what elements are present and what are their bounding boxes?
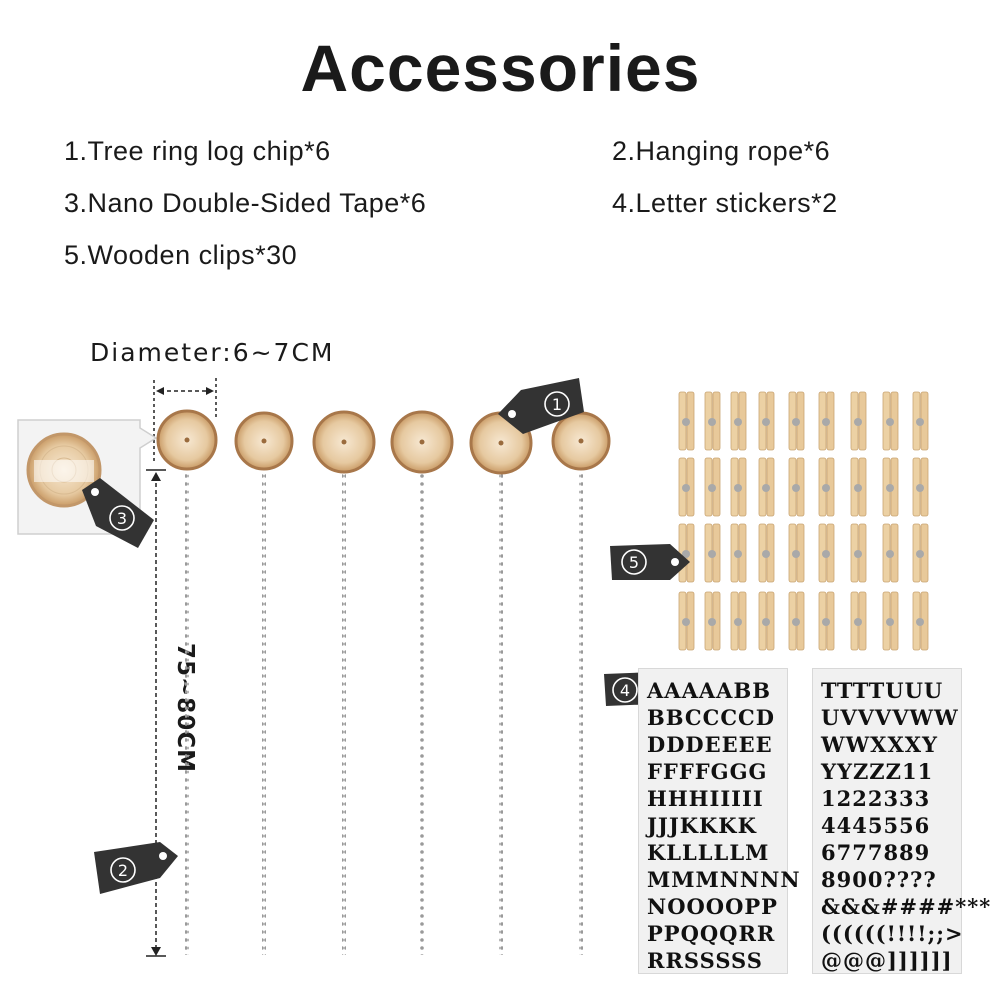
wooden-clip <box>788 591 805 651</box>
wooden-clip <box>788 391 805 451</box>
sticker-row: BBCCCCD <box>647 705 775 730</box>
tag-5: 5 <box>610 544 690 580</box>
sticker-row: WWXXXY <box>821 732 939 757</box>
wooden-clip <box>704 591 721 651</box>
wooden-clip <box>818 457 835 517</box>
accessory-item-2: 2.Hanging rope*6 <box>612 136 831 166</box>
wooden-clip <box>850 591 867 651</box>
sticker-row: NOOOOPP <box>647 894 778 919</box>
page-title: Accessories <box>300 31 701 105</box>
accessory-item-3: 3.Nano Double-Sided Tape*6 <box>64 188 427 218</box>
wood-chip <box>551 411 611 955</box>
tag-1: 1 <box>498 378 584 434</box>
wooden-clip <box>678 591 695 651</box>
wooden-clip <box>912 457 929 517</box>
wooden-clip <box>758 591 775 651</box>
length-dimension <box>146 469 166 957</box>
sticker-row: KLLLLLM <box>647 840 770 865</box>
sticker-row: TTTTUUU <box>821 678 944 703</box>
sticker-row: 6777889 <box>821 840 931 865</box>
wooden-clip <box>730 391 747 451</box>
wooden-clip <box>882 391 899 451</box>
tag-number: 4 <box>620 681 630 700</box>
diameter-label: Diameter:6~7CM <box>90 338 335 367</box>
tag-2: 2 <box>94 842 178 894</box>
tag-number: 1 <box>552 395 562 414</box>
tag-number: 5 <box>629 553 639 572</box>
sticker-row: FFFFGGG <box>647 759 768 784</box>
wooden-clip <box>678 523 695 583</box>
wooden-clip <box>730 591 747 651</box>
wooden-clip <box>882 523 899 583</box>
wooden-clip <box>850 457 867 517</box>
wooden-clip <box>730 523 747 583</box>
wooden-clip <box>882 457 899 517</box>
wood-chip <box>234 411 294 955</box>
accessory-item-5: 5.Wooden clips*30 <box>64 240 298 270</box>
wooden-clip <box>704 523 721 583</box>
sticker-row: RRSSSSS <box>647 948 763 973</box>
wood-chips <box>156 409 611 955</box>
wooden-clip <box>850 391 867 451</box>
wooden-clips <box>678 391 929 651</box>
wooden-clip <box>882 591 899 651</box>
wooden-clip <box>850 523 867 583</box>
wooden-clip <box>758 523 775 583</box>
sticker-row: YYZZZ11 <box>821 759 934 784</box>
wooden-clip <box>912 523 929 583</box>
wooden-clip <box>678 457 695 517</box>
sticker-row: UVVVVWW <box>821 705 959 730</box>
sticker-row: AAAAABB <box>647 678 771 703</box>
accessory-item-1: 1.Tree ring log chip*6 <box>64 136 331 166</box>
diameter-dimension <box>153 378 217 462</box>
sticker-row: PPQQQRR <box>647 921 776 946</box>
wooden-clip <box>704 457 721 517</box>
sticker-row: HHHIIIII <box>647 786 764 811</box>
sticker-row: 8900???? <box>821 867 937 892</box>
wooden-clip <box>912 591 929 651</box>
sticker-row: 1222333 <box>821 786 931 811</box>
wooden-clip <box>678 391 695 451</box>
tag-number: 2 <box>118 861 128 880</box>
wooden-clip <box>818 391 835 451</box>
sticker-row: @@@]]]]]] <box>821 948 953 973</box>
wooden-clip <box>818 523 835 583</box>
tag-number: 3 <box>117 509 127 528</box>
accessory-item-4: 4.Letter stickers*2 <box>612 188 838 218</box>
wooden-clip <box>704 391 721 451</box>
wooden-clip <box>818 591 835 651</box>
sticker-row: &&&####*** <box>821 894 992 919</box>
sticker-row: DDDEEEE <box>647 732 773 757</box>
wooden-clip <box>730 457 747 517</box>
tag-3: 3 <box>82 478 154 548</box>
wooden-clip <box>758 391 775 451</box>
wood-chip <box>469 411 533 955</box>
sticker-row: 4445556 <box>821 813 931 838</box>
wood-chip <box>156 409 218 955</box>
wood-chip <box>390 410 454 955</box>
wooden-clip <box>788 457 805 517</box>
wood-chip <box>312 410 376 955</box>
sticker-row: ((((((!!!!;;> <box>821 921 964 946</box>
sticker-row: JJJKKKK <box>647 813 757 838</box>
wooden-clip <box>788 523 805 583</box>
wooden-clip <box>912 391 929 451</box>
wooden-clip <box>758 457 775 517</box>
sticker-row: MMMNNNN <box>647 867 801 892</box>
